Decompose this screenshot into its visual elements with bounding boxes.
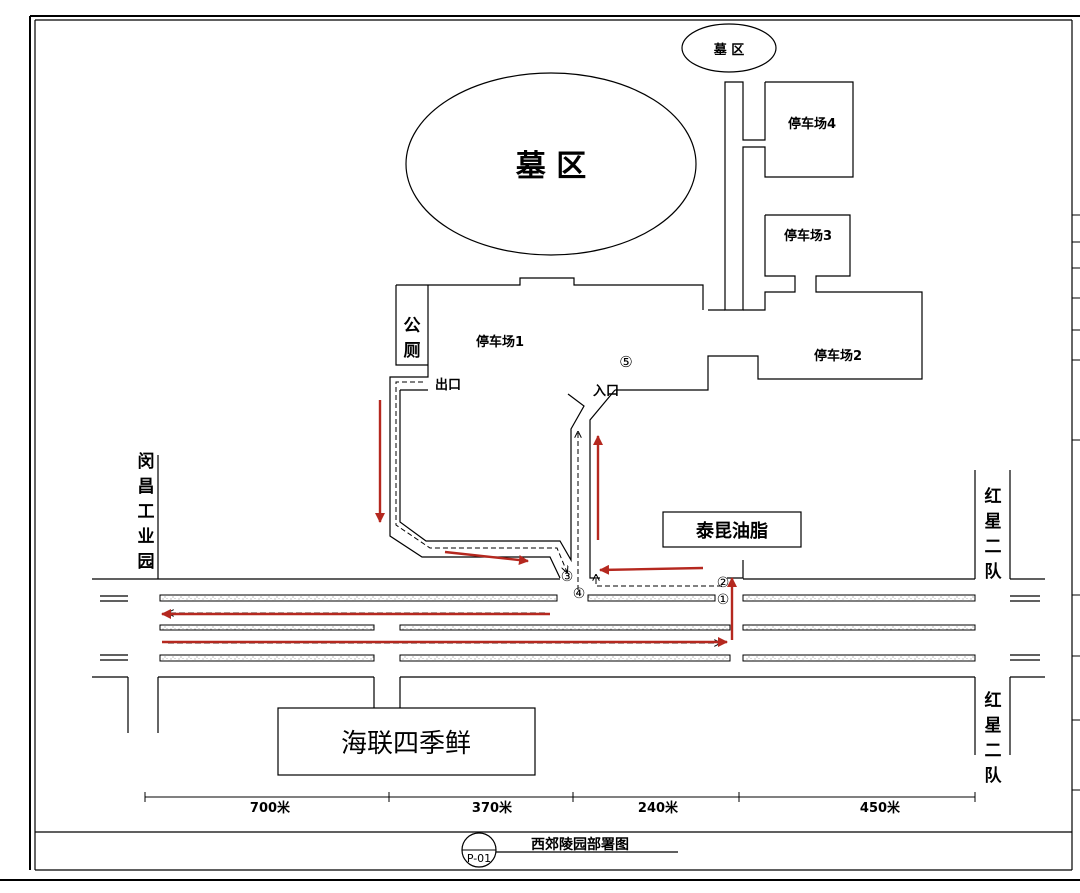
minchang-char: 昌 [138, 477, 155, 497]
hongxing-top-label: 红 星 二 队 [985, 486, 1003, 582]
distance-label: 450米 [860, 800, 901, 816]
public-toilet: 公 厕 [404, 316, 421, 361]
drawing-title: 西郊陵园部署图 [531, 836, 629, 853]
hongxing-char: 红 [985, 486, 1002, 507]
hongxing-char: 队 [985, 765, 1003, 786]
hongxing-char: 星 [985, 716, 1002, 736]
hongxing-char: 队 [985, 561, 1003, 582]
entrance-label: 入口 [593, 384, 619, 399]
parking-lot-4-label: 停车场4 [788, 116, 836, 132]
sheet-number: P-01 [467, 852, 491, 865]
marker-2: ② [717, 575, 730, 591]
traffic-flow-arrows [161, 400, 737, 647]
marker-1: ① [717, 592, 730, 608]
marker-3: ③ [561, 569, 574, 585]
cemetery-main-label: 墓 区 [515, 149, 586, 184]
marker-4: ④ [573, 586, 586, 602]
taikun-label: 泰昆油脂 [695, 520, 768, 542]
cemetery-main: 墓 区 [405, 72, 697, 256]
hongxing-char: 红 [985, 690, 1002, 711]
parking-lot-2-label: 停车场2 [814, 348, 862, 364]
parking-lot-3-label: 停车场3 [784, 228, 832, 244]
minchang-char: 园 [138, 552, 155, 572]
parking-lot-3: 停车场3 停车场2 [615, 214, 923, 391]
hongxing-char: 星 [985, 512, 1002, 532]
road-median [159, 594, 976, 662]
toilet-label-2: 厕 [404, 341, 421, 361]
distance-label: 700米 [250, 800, 291, 816]
hongxing-bottom-label: 红 星 二 队 [985, 690, 1003, 786]
hongxing-char: 二 [985, 741, 1002, 761]
cemetery-small-label: 墓 区 [713, 42, 745, 58]
taikun-building: 泰昆油脂 [662, 511, 802, 579]
distance-label: 240米 [638, 800, 679, 816]
parking-lot-1: 停车场1 [389, 277, 725, 579]
parking-lot-1-label: 停车场1 [476, 334, 524, 350]
title-block: P-01 西郊陵园部署图 [461, 832, 678, 868]
distance-scale: 700米 370米 240米 450米 [144, 792, 976, 816]
exit-label: 出口 [435, 377, 461, 393]
minchang-label: 闵 昌 工 业 园 [138, 451, 155, 572]
hailian-label: 海联四季鲜 [341, 729, 471, 759]
cemetery-small: 墓 区 [681, 23, 777, 73]
marker-5: ⑤ [619, 353, 632, 371]
minchang-char: 业 [138, 527, 155, 547]
internal-route [395, 381, 722, 590]
hongxing-char: 二 [985, 537, 1002, 557]
hailian-building: 海联四季鲜 [277, 707, 536, 776]
road [92, 455, 1045, 755]
minchang-char: 工 [138, 502, 155, 522]
drawing-frame [0, 15, 1080, 881]
minchang-char: 闵 [138, 451, 155, 472]
distance-label: 370米 [472, 800, 513, 816]
toilet-label-1: 公 [404, 316, 421, 336]
